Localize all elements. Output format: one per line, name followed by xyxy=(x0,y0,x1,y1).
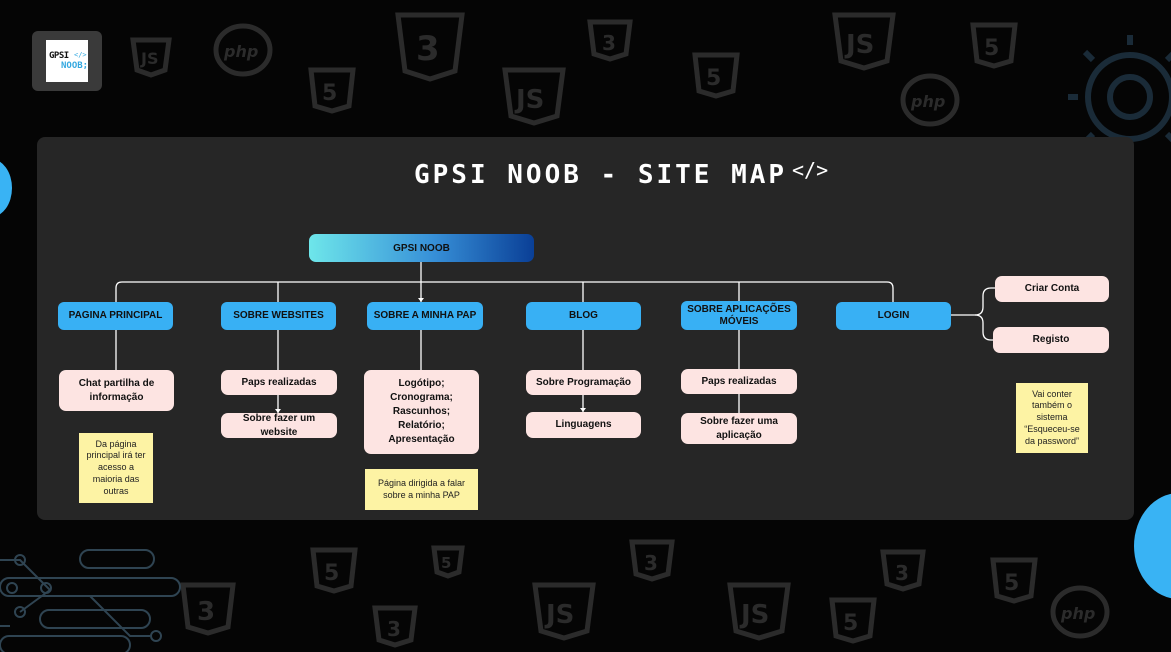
logo: GPSI </> NOOB; xyxy=(32,31,102,91)
svg-text:php: php xyxy=(223,42,258,61)
svg-text:5: 5 xyxy=(1004,571,1019,596)
js-icon: JS xyxy=(130,37,172,78)
node-sobre-programacao: Sobre Programação xyxy=(526,370,641,395)
css3-icon: 3 xyxy=(629,539,675,582)
css3-icon: 3 xyxy=(180,582,236,636)
svg-text:php: php xyxy=(1060,604,1095,623)
svg-text:5: 5 xyxy=(706,66,721,91)
svg-text:5: 5 xyxy=(984,36,999,61)
node-pagina-principal: PAGINA PRINCIPAL xyxy=(58,302,173,330)
svg-text:JS: JS xyxy=(544,600,574,630)
svg-text:5: 5 xyxy=(322,81,337,106)
html5-icon: 5 xyxy=(829,597,877,644)
js-icon: JS xyxy=(727,582,791,641)
node-registo: Registo xyxy=(993,327,1109,353)
note-login: Vai conter também o sistema “Esqueceu-se… xyxy=(1016,383,1088,453)
node-paps-realizadas-websites: Paps realizadas xyxy=(221,370,337,395)
html5-icon: 5 xyxy=(308,67,356,114)
node-sobre-fazer-aplicacao: Sobre fazer uma aplicação xyxy=(681,413,797,444)
svg-text:JS: JS xyxy=(844,30,874,60)
svg-text:php: php xyxy=(910,92,945,111)
html5-icon: 5 xyxy=(970,22,1018,69)
page-title: GPSI NOOB - SITE MAP xyxy=(414,160,788,190)
svg-text:3: 3 xyxy=(387,617,401,641)
node-pap-conteudos: Logótipo; Cronograma; Rascunhos; Relatór… xyxy=(364,370,479,454)
css3-icon: 3 xyxy=(880,549,926,592)
code-icon: </> xyxy=(792,158,829,182)
php-icon: php xyxy=(1050,585,1110,639)
html5-icon: 5 xyxy=(310,547,358,594)
node-sobre-websites: SOBRE WEBSITES xyxy=(221,302,336,330)
svg-text:3: 3 xyxy=(895,561,909,585)
svg-text:3: 3 xyxy=(644,551,658,575)
php-icon: php xyxy=(900,73,960,127)
html5-icon: 5 xyxy=(990,557,1038,604)
svg-text:5: 5 xyxy=(843,611,858,636)
note-minha-pap: Página dirigida a falar sobre a minha PA… xyxy=(365,469,478,510)
svg-text:JS: JS xyxy=(140,49,158,68)
js-icon: JS xyxy=(532,582,596,641)
logo-code: </> xyxy=(74,51,87,59)
decor-circle-left xyxy=(0,159,12,217)
js-icon: JS xyxy=(502,67,566,126)
node-sobre-aplicacoes-moveis: SOBRE APLICAÇÕES MÓVEIS xyxy=(681,301,797,330)
html5-icon: 5 xyxy=(692,52,740,99)
svg-text:JS: JS xyxy=(514,85,544,115)
logo-line2: NOOB; xyxy=(61,61,89,71)
node-sobre-minha-pap: SOBRE A MINHA PAP xyxy=(367,302,483,330)
root-node: GPSI NOOB xyxy=(309,234,534,262)
node-login: LOGIN xyxy=(836,302,951,330)
node-chat-partilha: Chat partilha de informação xyxy=(59,370,174,411)
svg-text:5: 5 xyxy=(324,561,339,586)
css3-icon: 3 xyxy=(587,19,633,62)
note-pagina-principal: Da página principal irá ter acesso a mai… xyxy=(79,433,153,503)
node-linguagens: Linguagens xyxy=(526,412,641,438)
logo-line1: GPSI xyxy=(49,51,69,61)
logo-mark: GPSI </> NOOB; xyxy=(46,40,88,82)
node-paps-realizadas-apps: Paps realizadas xyxy=(681,369,797,394)
svg-text:3: 3 xyxy=(197,597,215,627)
node-sobre-fazer-website: Sobre fazer um website xyxy=(221,413,337,438)
css3-icon: 3 xyxy=(395,12,465,82)
svg-text:3: 3 xyxy=(416,29,440,69)
circuit-lines xyxy=(0,549,181,652)
svg-text:5: 5 xyxy=(441,554,451,572)
node-blog: BLOG xyxy=(526,302,641,330)
svg-text:3: 3 xyxy=(602,31,616,55)
php-icon: php xyxy=(213,23,273,77)
html5-icon: 5 xyxy=(431,545,465,579)
css3-icon: 3 xyxy=(372,605,418,648)
js-icon: JS xyxy=(832,12,896,71)
node-criar-conta: Criar Conta xyxy=(995,276,1109,302)
svg-text:JS: JS xyxy=(739,600,769,630)
